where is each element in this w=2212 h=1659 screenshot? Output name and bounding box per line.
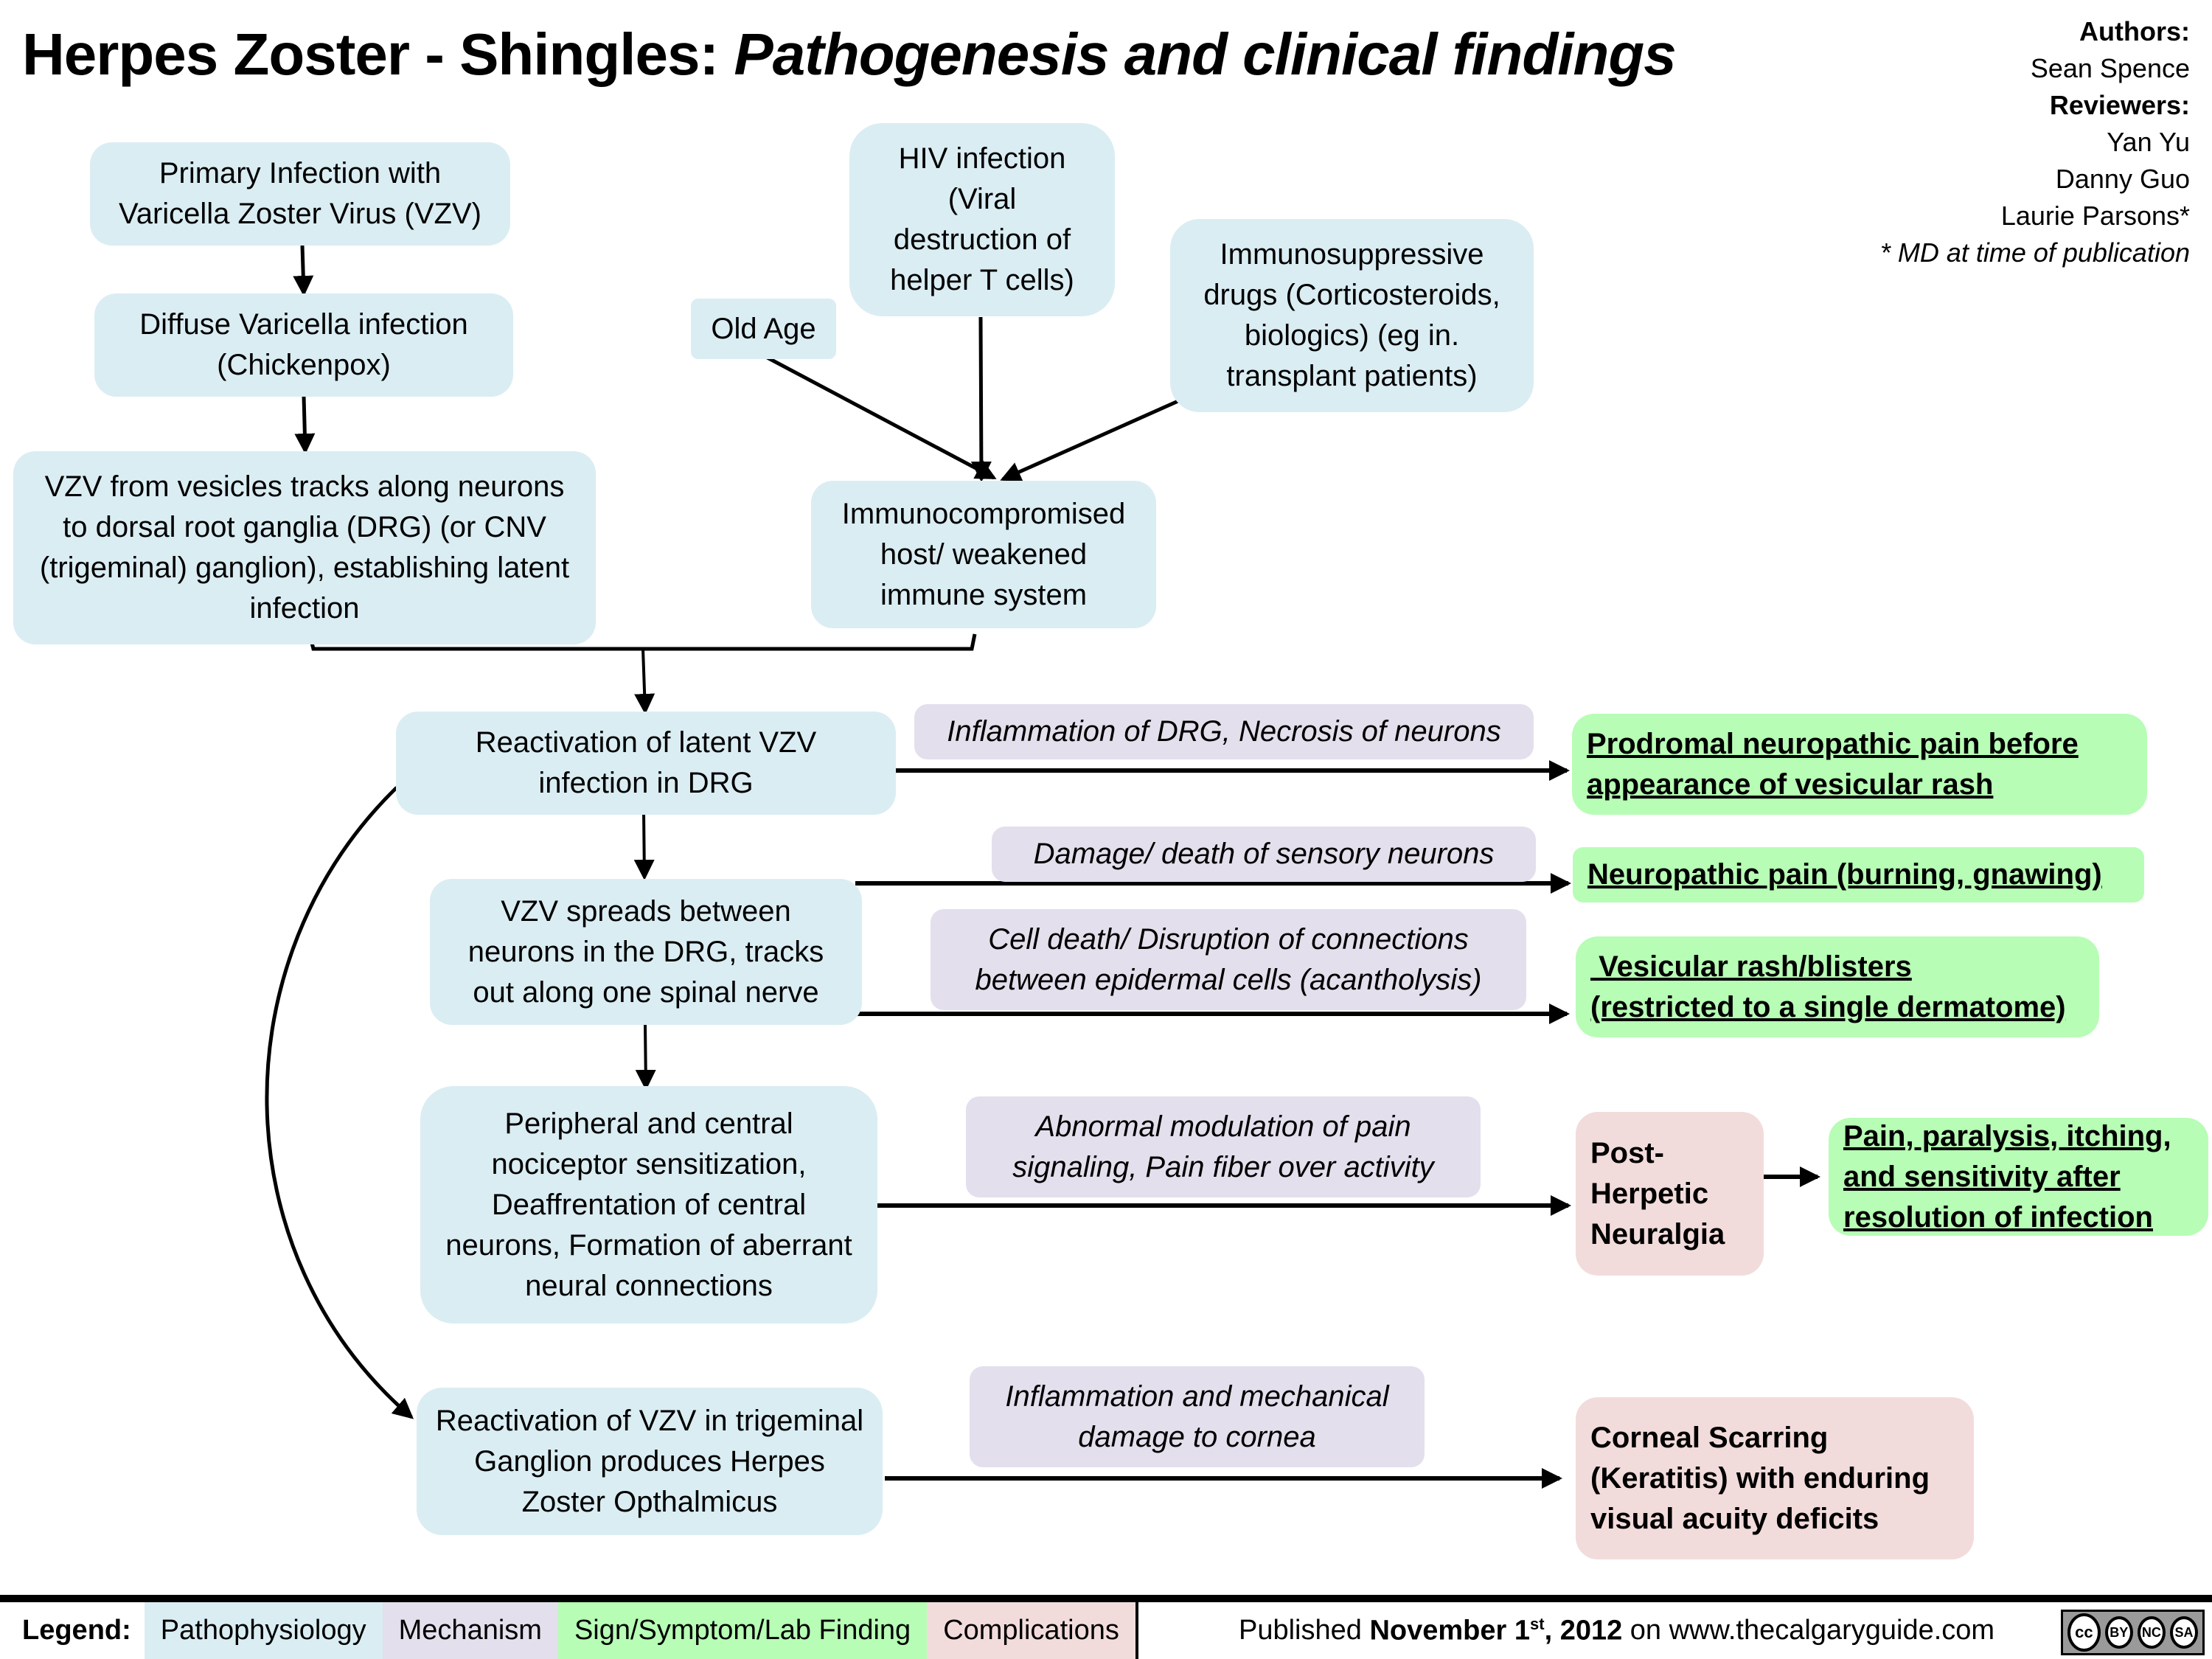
arrow-join-to-reactivation — [634, 648, 655, 714]
complication-post-herpetic-neuralgia: Post- Herpetic Neuralgia — [1576, 1112, 1764, 1276]
node-latent-infection: VZV from vesicles tracks along neurons t… — [13, 451, 596, 644]
publication-date-suffix: st — [1530, 1614, 1545, 1633]
legend-divider — [1135, 1602, 1138, 1659]
publication-info: Published November 1st, 2012 on www.thec… — [1239, 1602, 1994, 1659]
legend: Legend: Pathophysiology Mechanism Sign/S… — [0, 1602, 1138, 1659]
node-text-line: (restricted to a single dermatome) — [1590, 990, 2066, 1023]
node-text: Old Age — [711, 312, 816, 345]
node-chickenpox: Diffuse Varicella infection (Chickenpox) — [94, 293, 513, 397]
node-text: Immunosuppressive drugs (Corticosteroids… — [1203, 238, 1500, 392]
sign-prodromal-pain: Prodromal neuropathic pain before appear… — [1572, 714, 2147, 815]
cc-by-icon: BY — [2104, 1616, 2133, 1649]
node-immunosuppressive-drugs: Immunosuppressive drugs (Corticosteroids… — [1170, 219, 1534, 412]
node-text: HIV infection (Viral destruction of help… — [890, 142, 1074, 296]
node-trigeminal-reactivation: Reactivation of VZV in trigeminal Gangli… — [417, 1388, 883, 1535]
cc-license-badge[interactable]: cc BY NC SA — [2061, 1610, 2205, 1655]
node-text: Prodromal neuropathic pain before appear… — [1587, 727, 2079, 801]
node-text: Diffuse Varicella infection (Chickenpox) — [139, 308, 468, 381]
node-text: Cell death/ Disruption of connections be… — [975, 922, 1482, 996]
node-text: Immunocompromised host/ weakened immune … — [841, 497, 1126, 611]
author-name: Sean Spence — [2030, 53, 2190, 83]
arrow-chickenpox-to-latent — [294, 395, 316, 454]
node-text: Abnormal modulation of pain signaling, P… — [1012, 1110, 1434, 1183]
node-text: Peripheral and central nociceptor sensit… — [445, 1107, 852, 1302]
credits: Authors: Sean Spence Reviewers: Yan Yu D… — [1880, 13, 2190, 271]
node-text: Inflammation of DRG, Necrosis of neurons — [947, 715, 1501, 748]
node-text: Corneal Scarring (Keratitis) with enduri… — [1590, 1421, 1930, 1535]
node-text: Primary Infection with Varicella Zoster … — [119, 157, 481, 230]
authors-label: Authors: — [2079, 16, 2190, 46]
complication-corneal-scarring: Corneal Scarring (Keratitis) with enduri… — [1576, 1397, 1974, 1559]
title-main: Herpes Zoster - Shingles: — [22, 21, 734, 87]
cc-icon: cc — [2067, 1613, 2101, 1652]
node-nociceptor-sensitization: Peripheral and central nociceptor sensit… — [420, 1086, 877, 1324]
publication-date-day: November 1 — [1369, 1615, 1531, 1646]
node-text: VZV spreads between neurons in the DRG, … — [467, 894, 824, 1009]
node-text: Reactivation of VZV in trigeminal Gangli… — [435, 1404, 864, 1518]
node-text: Reactivation of latent VZV infection in … — [475, 726, 817, 799]
node-primary-infection: Primary Infection with Varicella Zoster … — [90, 142, 510, 246]
mech-cell-death: Cell death/ Disruption of connections be… — [931, 909, 1526, 1010]
credits-note: * MD at time of publication — [1879, 237, 2190, 268]
arrow-oldage-to-immunocompromised — [762, 353, 997, 480]
legend-mechanism: Mechanism — [382, 1602, 558, 1659]
page-title: Herpes Zoster - Shingles: Pathogenesis a… — [22, 21, 1677, 88]
mech-damage-sensory-neurons: Damage/ death of sensory neurons — [992, 827, 1536, 882]
publication-date-year: , 2012 — [1544, 1615, 1623, 1646]
title-subtitle: Pathogenesis and clinical findings — [734, 21, 1676, 87]
node-text: Damage/ death of sensory neurons — [1033, 838, 1495, 870]
legend-label: Legend: — [22, 1615, 131, 1646]
node-text: Vesicular rash/blisters (restricted to a… — [1590, 947, 2066, 1028]
mech-inflammation-drg: Inflammation of DRG, Necrosis of neurons — [914, 704, 1534, 759]
legend-sign-symptom: Sign/Symptom/Lab Finding — [557, 1602, 928, 1659]
footer-divider — [0, 1595, 2212, 1602]
node-hiv: HIV infection (Viral destruction of help… — [849, 123, 1115, 316]
node-old-age: Old Age — [691, 299, 836, 359]
sign-neuropathic-pain: Neuropathic pain (burning, gnawing) — [1573, 847, 2144, 902]
arrow-spreads-to-sensitization — [635, 1024, 656, 1091]
reviewer-name: Danny Guo — [2055, 164, 2190, 194]
reviewers-label: Reviewers: — [2049, 90, 2190, 120]
arrow-immunosuppressive-to-immunocompromised — [1000, 398, 1181, 482]
publication-prefix: Published — [1239, 1615, 1370, 1646]
cc-nc-icon: NC — [2137, 1616, 2166, 1649]
reviewer-name: Yan Yu — [2107, 127, 2190, 157]
arrow-reactivation-to-trigeminal — [265, 786, 414, 1419]
node-text: Inflammation and mechanical damage to co… — [1005, 1380, 1389, 1453]
publication-date: November 1st, 2012 — [1369, 1615, 1622, 1647]
sign-vesicular-rash: Vesicular rash/blisters (restricted to a… — [1576, 936, 2099, 1037]
legend-pathophysiology: Pathophysiology — [144, 1602, 383, 1659]
node-reactivation-drg: Reactivation of latent VZV infection in … — [396, 712, 896, 815]
node-text: Neuropathic pain (burning, gnawing) — [1587, 858, 2102, 891]
node-text: VZV from vesicles tracks along neurons t… — [39, 470, 570, 625]
mech-cornea-damage: Inflammation and mechanical damage to co… — [970, 1366, 1425, 1467]
node-text: Pain, paralysis, itching, and sensitivit… — [1843, 1119, 2171, 1234]
mech-abnormal-pain-modulation: Abnormal modulation of pain signaling, P… — [966, 1096, 1481, 1197]
publication-site-link[interactable]: on www.thecalgaryguide.com — [1622, 1615, 1995, 1646]
reviewer-name: Laurie Parsons* — [2000, 201, 2190, 231]
arrow-primary-to-chickenpox — [293, 245, 314, 296]
node-immunocompromised: Immunocompromised host/ weakened immune … — [811, 481, 1156, 628]
node-text-line: Vesicular rash/blisters — [1590, 950, 1912, 983]
legend-complications: Complications — [927, 1602, 1135, 1659]
cc-sa-icon: SA — [2169, 1616, 2198, 1649]
node-vzv-spreads: VZV spreads between neurons in the DRG, … — [430, 879, 862, 1025]
sign-post-infection-pain: Pain, paralysis, itching, and sensitivit… — [1829, 1118, 2208, 1236]
node-text: Post- Herpetic Neuralgia — [1590, 1136, 1725, 1251]
